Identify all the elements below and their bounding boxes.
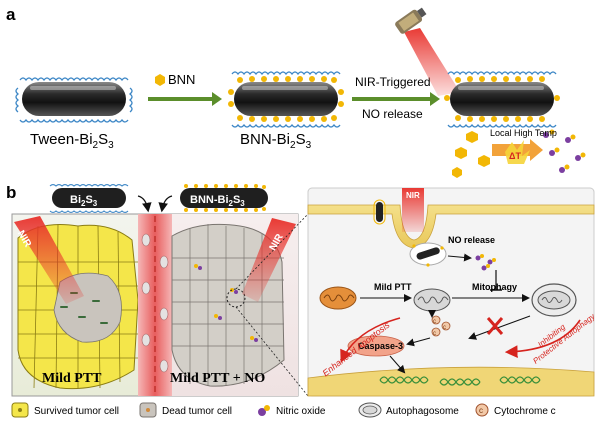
svg-text:c: c: [479, 406, 483, 415]
laser-icon: [395, 7, 460, 96]
tween-coating: [15, 77, 133, 123]
cytochrome-c-cluster: c c c: [431, 315, 451, 337]
bnn-bi2s3-rod: [228, 71, 344, 128]
dna-strands: [379, 376, 541, 386]
released-rod: [444, 71, 560, 128]
legend-dead: Dead tumor cell: [139, 402, 232, 418]
svg-text:c: c: [433, 319, 436, 325]
mitochondrion-icon: [319, 286, 357, 310]
bi2s3-capsule: Bi2S3: [49, 183, 129, 214]
nir-beam-right: NIR: [242, 218, 296, 302]
svg-text:NIR-Triggered: NIR-Triggered: [355, 75, 431, 89]
svg-text:Survived tumor cell: Survived tumor cell: [34, 406, 119, 417]
svg-text:NIR: NIR: [406, 191, 420, 200]
tween-bi2s3-rod: [15, 77, 133, 123]
bi2s3-capsule-label: Bi2S3: [70, 194, 98, 208]
mitophagy-label: Mitophagy: [472, 282, 517, 292]
panel-b-label: b: [6, 183, 16, 202]
autophagosome-icon: [531, 283, 577, 317]
no-release-label: NO release: [448, 235, 495, 245]
bnn-hexagon-icon: [155, 74, 165, 86]
bnn-bi2s3-capsule: BNN-Bi2S3: [180, 184, 268, 212]
svg-text:c: c: [443, 325, 446, 331]
tween-bi2s3-label: Tween-Bi2S3: [30, 131, 114, 151]
svg-text:NO release: NO release: [362, 107, 423, 121]
legend-cytochrome: c Cytochrome c: [475, 403, 556, 417]
legend-nitric-oxide: Nitric oxide: [258, 405, 326, 417]
enhanced-apoptosis-arrow: [340, 317, 401, 363]
heat-arrow: ΔT: [492, 139, 543, 164]
released-particles: [452, 129, 586, 178]
mild-ptt-label: Mild PTT: [42, 371, 102, 386]
no-particles: [475, 254, 496, 271]
svg-text:Caspase-3: Caspase-3: [358, 341, 403, 351]
svg-text:c: c: [433, 331, 436, 337]
damaged-mitochondrion-icon: [413, 288, 451, 312]
bnn-bi2s3-capsule-label: BNN-Bi2S3: [190, 194, 245, 208]
nir-beam-cell: NIR: [402, 188, 424, 232]
caspase3-badge: Caspase-3: [347, 335, 405, 357]
legend: Survived tumor cell Dead tumor cell Nitr…: [11, 402, 556, 418]
nir-triggered-step: NIR-Triggered NO release: [352, 75, 440, 121]
legend-survived: Survived tumor cell: [11, 402, 119, 418]
mild-ptt-no-label: Mild PTT + NO: [170, 371, 265, 386]
svg-text:Autophagosome: Autophagosome: [386, 406, 459, 417]
svg-text:Dead tumor cell: Dead tumor cell: [162, 406, 232, 417]
svg-text:Nitric oxide: Nitric oxide: [276, 406, 326, 417]
legend-autophagosome: Autophagosome: [358, 402, 459, 418]
inhibiting-autophagy-arrow: [504, 319, 581, 359]
blood-vessel: [138, 214, 172, 396]
bnn-step: BNN: [148, 72, 222, 106]
local-high-temp-label: Local High Temp: [490, 128, 557, 138]
svg-text:Cytochrome c: Cytochrome c: [494, 406, 556, 417]
svg-text:ΔT: ΔT: [509, 151, 521, 161]
panel-a-label: a: [6, 5, 16, 24]
mild-ptt-inner-label: Mild PTT: [374, 282, 412, 292]
svg-text:BNN: BNN: [168, 72, 195, 87]
membrane-rod-icon: [373, 199, 386, 225]
endosome-vesicle: [409, 242, 447, 267]
blocked-pathway: [468, 315, 531, 340]
bnn-bi2s3-label: BNN-Bi2S3: [240, 131, 312, 151]
